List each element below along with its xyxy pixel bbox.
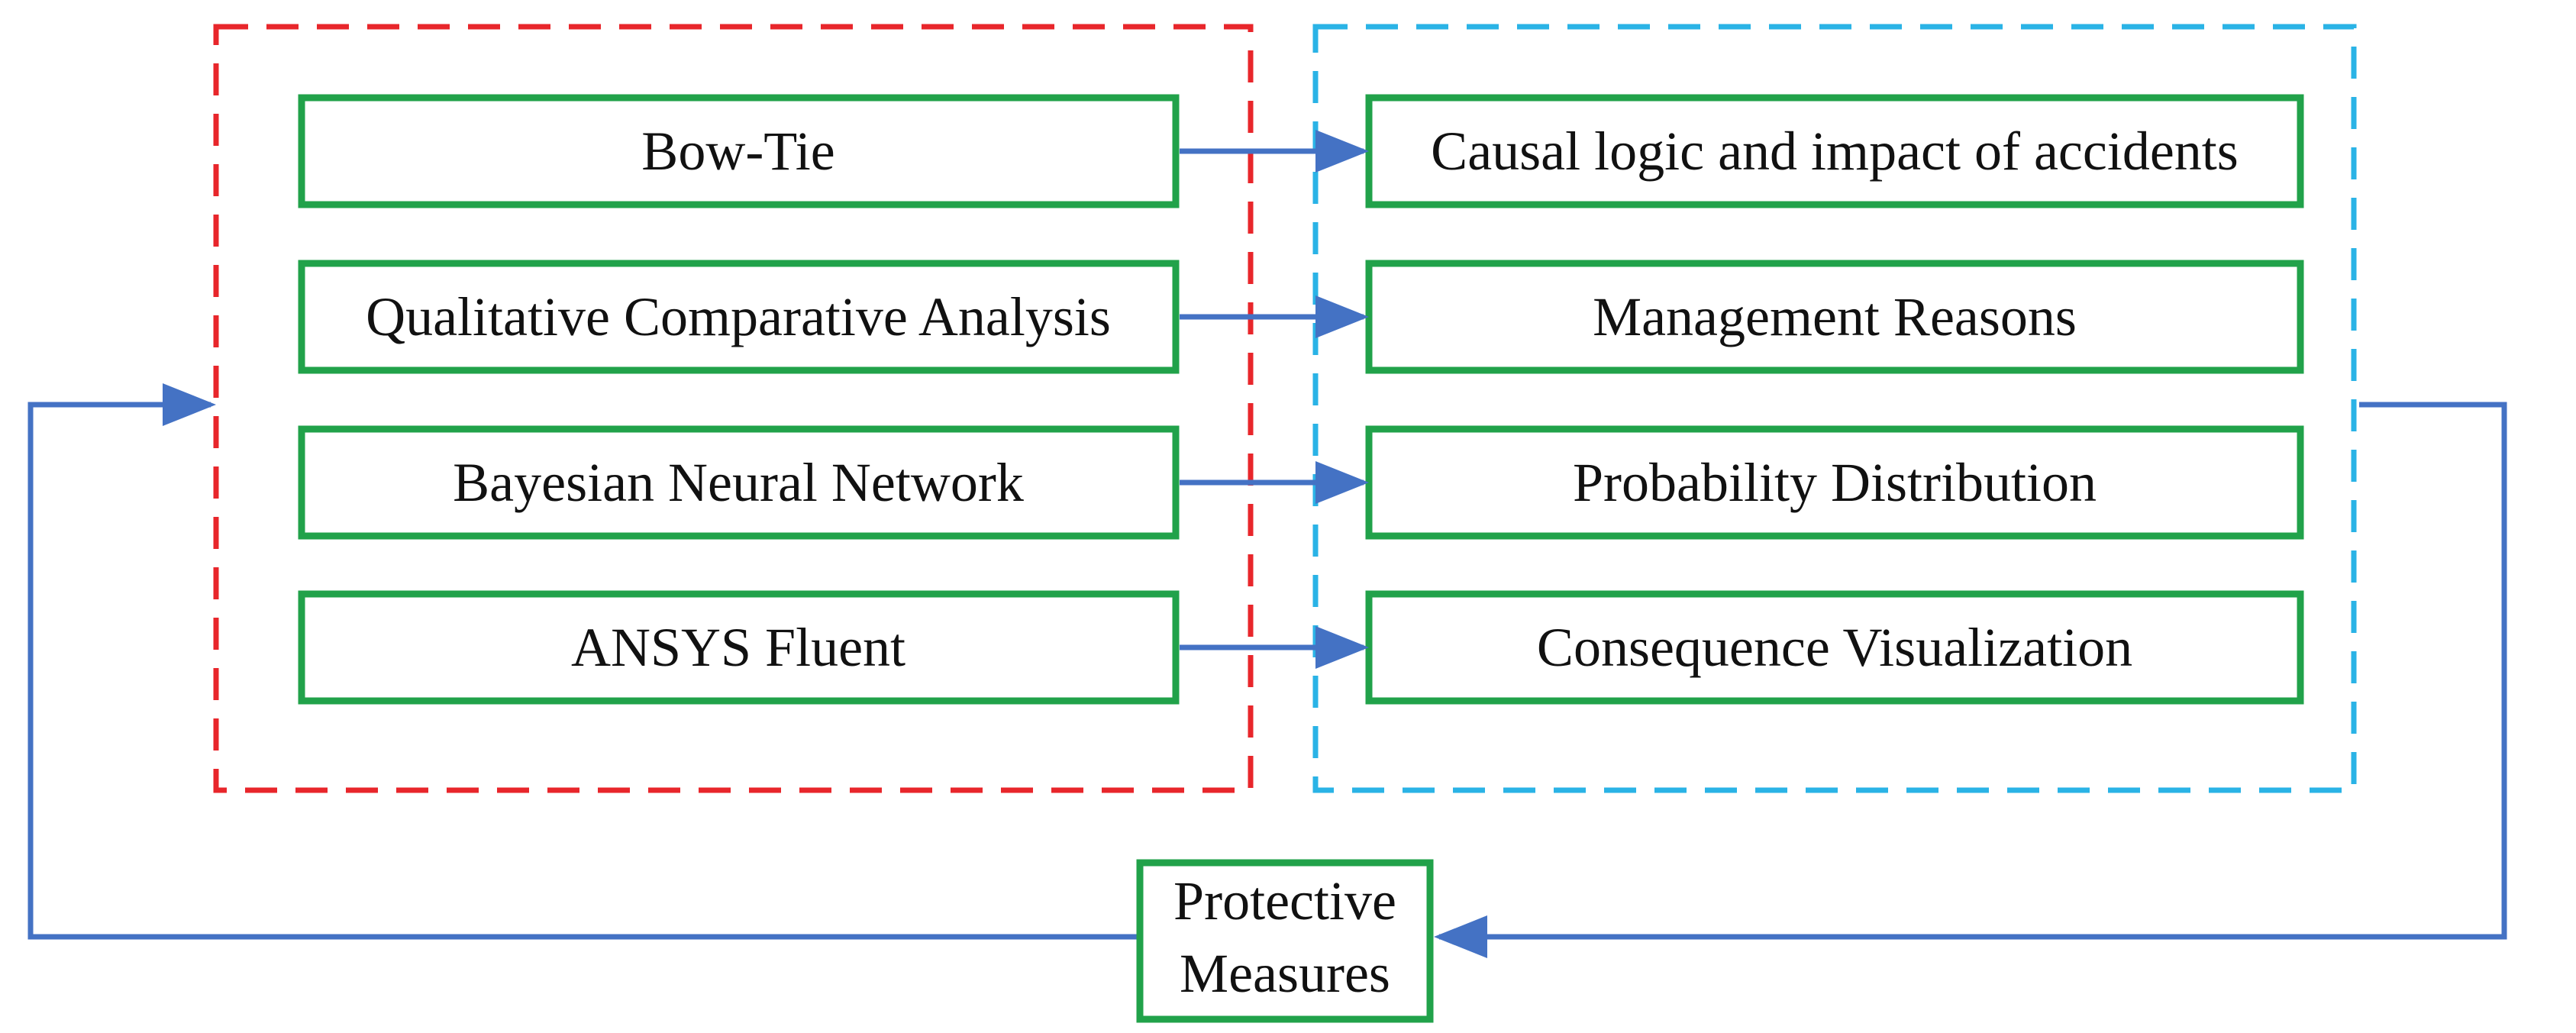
outcome-label: Consequence Visualization [1537,617,2132,678]
method-node-ansys-fluent: ANSYS Fluent [298,590,1180,705]
protective-measures-label-line2: Measures [1180,943,1390,1004]
method-node-bow-tie: Bow-Tie [298,94,1180,208]
outcome-label: Causal logic and impact of accidents [1431,121,2239,182]
feedback-arrow-protective-measures-to-methods [27,383,1140,940]
outcome-node-causal-logic: Causal logic and impact of accidents [1365,94,2304,208]
method-label: Bayesian Neural Network [453,452,1024,513]
protective-measures-node: Protective Measures [1136,859,1434,1023]
protective-measures-label-line1: Protective [1173,870,1396,931]
outcome-node-probability-distribution: Probability Distribution [1365,425,2304,540]
methods-group-frame [213,24,1254,793]
feedback-arrow-outcomes-to-protective-measures [1434,402,2507,958]
method-label: Bow-Tie [641,121,834,182]
outcome-node-consequence-visualization: Consequence Visualization [1365,590,2304,705]
outcomes-group-frame [1312,24,2357,793]
method-label: Qualitative Comparative Analysis [366,286,1111,347]
outcome-label: Probability Distribution [1573,452,2097,513]
method-node-qca: Qualitative Comparative Analysis [298,260,1180,374]
outcome-node-management-reasons: Management Reasons [1365,260,2304,374]
method-label: ANSYS Fluent [571,617,905,678]
outcome-label: Management Reasons [1593,286,2077,347]
method-node-bnn: Bayesian Neural Network [298,425,1180,540]
